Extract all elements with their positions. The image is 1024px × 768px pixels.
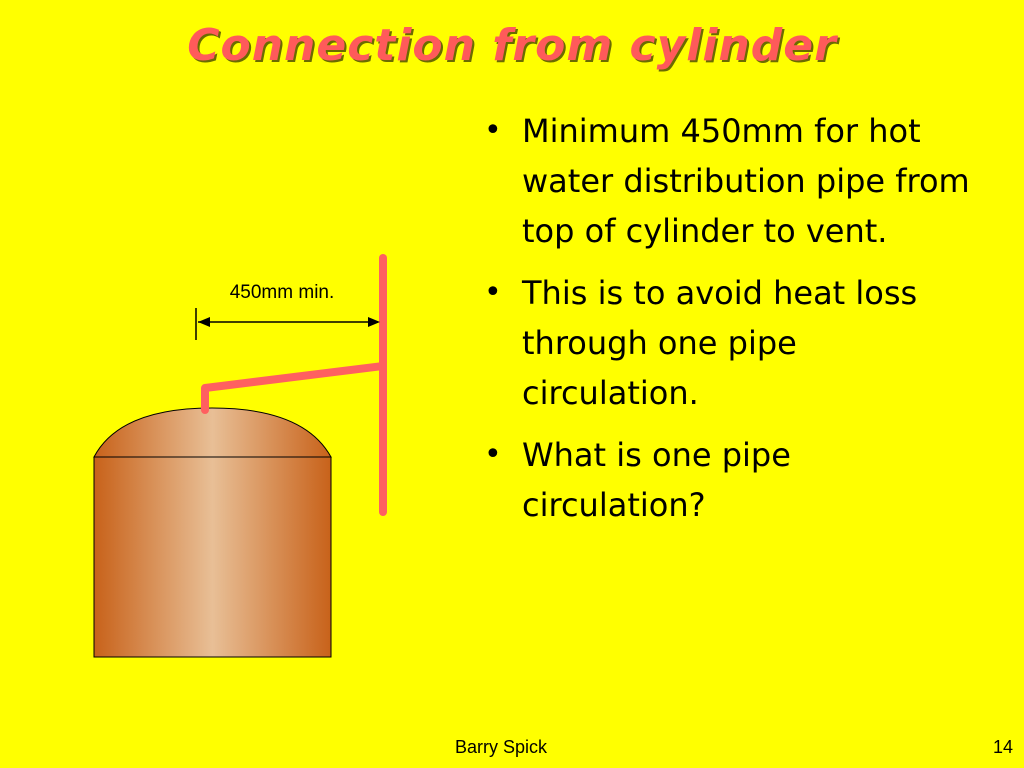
page-number: 14 (993, 737, 1014, 757)
cylinder-dome (93, 407, 332, 458)
footer-author: Barry Spick (455, 737, 548, 757)
bullet-list: • Minimum 450mm for hot water distributi… (478, 106, 978, 542)
cylinder-body (93, 456, 332, 658)
bullet-dot-icon: • (484, 113, 502, 148)
dimension-label: 450mm min. (230, 282, 335, 303)
bullet-item: • Minimum 450mm for hot water distributi… (478, 106, 978, 256)
bullet-item: • What is one pipe circulation? (478, 430, 978, 530)
bullet-text: What is one pipe circulation? (522, 436, 791, 524)
distribution-pipe (201, 362, 387, 414)
bullet-dot-icon: • (484, 437, 502, 472)
dimension-arrow-right-icon (368, 317, 380, 327)
slide-title: Connection from cylinder (187, 20, 837, 71)
bullet-text: Minimum 450mm for hot water distribution… (522, 112, 970, 250)
bullet-text: This is to avoid heat loss through one p… (522, 274, 918, 412)
bullet-dot-icon: • (484, 275, 502, 310)
dimension-arrow-left-icon (198, 317, 210, 327)
bullet-item: • This is to avoid heat loss through one… (478, 268, 978, 418)
